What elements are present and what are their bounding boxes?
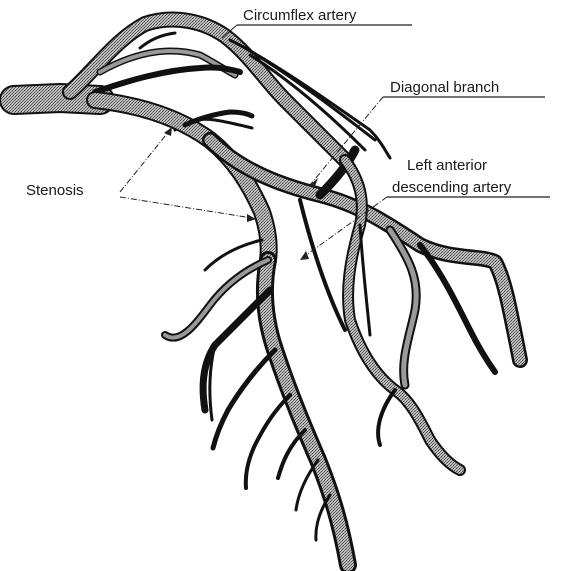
stenosis-leader-upper bbox=[120, 130, 170, 192]
lad-side-branches bbox=[165, 240, 330, 540]
stenosis-leader-lower bbox=[120, 197, 252, 218]
vessel-tree bbox=[14, 20, 520, 565]
diagonal-label: Diagonal branch bbox=[390, 79, 499, 96]
lad-arrowhead bbox=[300, 251, 309, 260]
lad-lateral-loop bbox=[300, 160, 460, 470]
lad-main bbox=[95, 100, 348, 565]
label-circumflex: Circumflex artery bbox=[222, 7, 412, 38]
circumflex-artery bbox=[70, 20, 390, 160]
lad-label-line1: Left anterior bbox=[407, 157, 487, 174]
stenosis-arrowhead-upper bbox=[164, 127, 172, 136]
stenosis-label: Stenosis bbox=[26, 182, 84, 199]
lad-label-line2: descending artery bbox=[392, 179, 512, 196]
circumflex-label: Circumflex artery bbox=[243, 7, 357, 24]
